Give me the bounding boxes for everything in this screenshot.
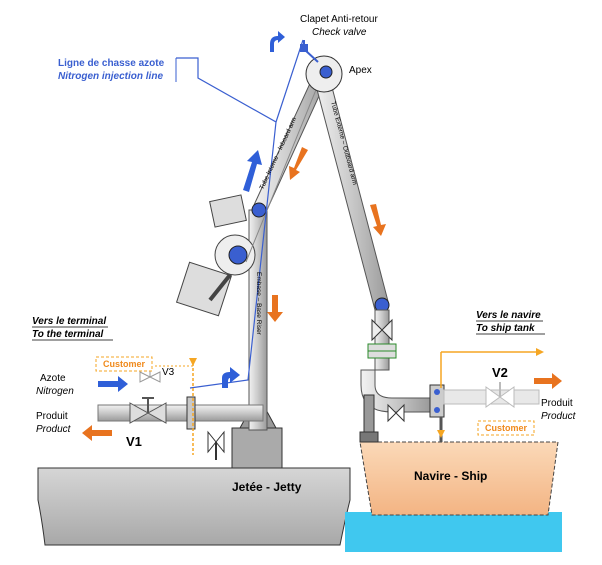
product-right-label-fr: Produit — [541, 398, 573, 409]
v1-valve — [129, 397, 167, 424]
swivel-base — [251, 202, 267, 218]
check-valve-label-en: Check valve — [312, 27, 367, 38]
water — [345, 512, 562, 552]
customer-right-label: Customer — [485, 423, 528, 433]
drain-valve-ship — [387, 403, 405, 423]
riser-label: Embase – Base Riser — [255, 272, 262, 336]
arrow-orange-ship-out — [534, 373, 562, 389]
terminal-pipe — [97, 404, 264, 422]
to-terminal-label-en: To the terminal — [32, 329, 104, 340]
to-terminal-label-fr: Vers le terminal — [32, 316, 106, 327]
arrow-orange-riser — [267, 295, 283, 322]
arrow-nitrogen-in — [98, 376, 128, 392]
nitrogen-injection-line — [176, 57, 277, 389]
ship-drop-pipe — [374, 309, 390, 371]
arrow-blue-apex — [270, 31, 285, 52]
product-left-label-fr: Produit — [36, 411, 68, 422]
outboard-arm — [313, 71, 390, 311]
drain-valve-jetty — [207, 430, 225, 460]
arrow-orange-product-out — [82, 425, 112, 441]
v2-label: V2 — [492, 365, 508, 380]
product-right-label-en: Product — [541, 411, 577, 422]
nitrogen-line-label-en: Nitrogen injection line — [58, 71, 163, 82]
customer-line-left — [155, 358, 197, 455]
customer-left-label: Customer — [103, 359, 146, 369]
jetty-platform — [37, 467, 351, 546]
nitrogen-label-fr: Azote — [40, 373, 66, 384]
ship-hull — [359, 441, 559, 516]
arrow-blue-up-riser — [222, 367, 240, 388]
riser-base — [231, 427, 283, 469]
check-valve — [300, 40, 319, 63]
emergency-release — [367, 318, 397, 359]
v3-valve — [139, 368, 161, 383]
arrow-orange-inboard — [289, 147, 308, 180]
customer-box-left — [95, 356, 153, 372]
product-left-label-en: Product — [36, 424, 72, 435]
customer-box-right — [477, 420, 535, 436]
to-ship-label-en: To ship tank — [476, 323, 535, 334]
v2-valve — [485, 382, 515, 408]
customer-line-right — [437, 348, 544, 438]
arrow-orange-outboard — [370, 204, 386, 236]
v3-label: V3 — [162, 367, 175, 378]
v1-label: V1 — [126, 434, 142, 449]
jetty-label: Jetée - Jetty — [232, 480, 302, 494]
apex-label: Apex — [349, 65, 372, 76]
to-ship-label-fr: Vers le navire — [476, 310, 541, 321]
arrow-blue-inboard — [243, 150, 262, 192]
check-valve-label-fr: Clapet Anti-retour — [300, 14, 378, 25]
ship-label: Navire - Ship — [414, 469, 487, 483]
nitrogen-line-label-fr: Ligne de chasse azote — [58, 58, 165, 69]
nitrogen-label-en: Nitrogen — [36, 386, 74, 397]
counterweight — [175, 194, 256, 317]
